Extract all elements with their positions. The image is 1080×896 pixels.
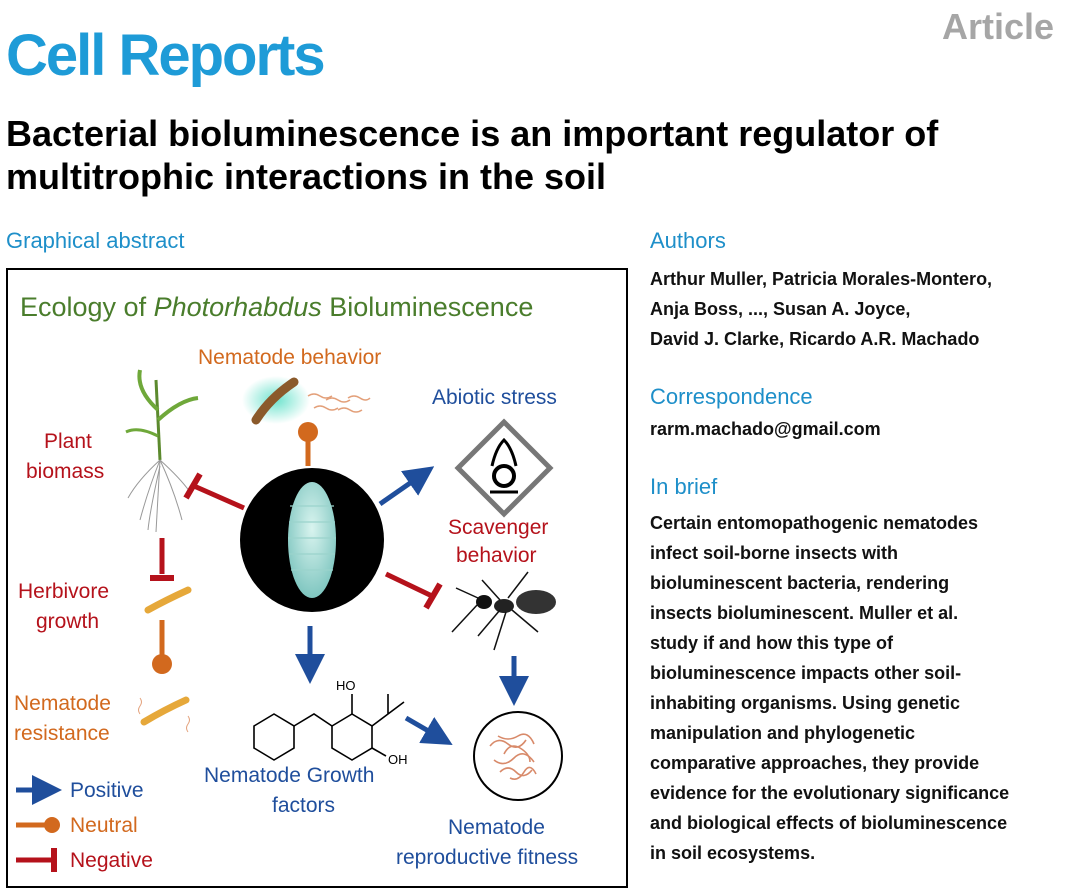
in-brief-line: bioluminescent bacteria, rendering (650, 573, 950, 593)
nematode-cluster-icon (489, 733, 537, 780)
in-brief-line: comparative approaches, they provide (650, 753, 980, 773)
svg-text:Neutral: Neutral (70, 814, 138, 837)
nematode-reproduction-circle (473, 711, 563, 801)
ant-icon (451, 571, 556, 651)
legend-neutral: Neutral (16, 814, 138, 837)
in-brief-line: Certain entomopathogenic nematodes (650, 513, 979, 533)
in-brief-line: and biological effects of bioluminescenc… (650, 813, 1008, 833)
resistant-larva-icon (138, 696, 190, 733)
author-line: Arthur Muller, Patricia Morales-Montero, (650, 269, 993, 289)
abstract-title: Ecology of Photorhabdus Bioluminescence (20, 292, 533, 322)
label-biomass: biomass (26, 460, 104, 483)
in-brief-line: evidence for the evolutionary significan… (650, 783, 1010, 803)
svg-text:Negative: Negative (70, 849, 153, 872)
journal-name: Cell Reports (6, 23, 326, 88)
neutral-end-resistance (152, 654, 172, 674)
label-nematode-behavior: Nematode behavior (198, 346, 381, 369)
label-growth-factors-2: factors (272, 794, 335, 817)
graphical-abstract-heading: Graphical abstract (6, 228, 185, 253)
in-brief-heading: In brief (650, 474, 718, 499)
authors-heading: Authors (650, 228, 726, 253)
label-growth-factors-1: Nematode Growth (204, 764, 374, 787)
label-herbivore: Herbivore (18, 580, 109, 603)
label-abiotic-stress: Abiotic stress (432, 386, 557, 409)
legend-negative: Negative (16, 848, 153, 872)
authors-list: Arthur Muller, Patricia Morales-Montero,… (650, 264, 992, 354)
label-herbivore-growth: growth (36, 610, 99, 633)
herbivore-larva-icon (144, 586, 192, 614)
stilbene-molecule-icon (253, 694, 405, 761)
legend: Positive Neutral Negative (16, 775, 153, 872)
author-line: David J. Clarke, Ricardo A.R. Machado (650, 329, 980, 349)
oxidizer-hazard-icon (454, 418, 554, 518)
label-nematode-resistance-2: resistance (14, 722, 110, 745)
legend-positive: Positive (16, 775, 144, 805)
in-brief-line: in soil ecosystems. (650, 843, 816, 863)
neutral-end-behavior (298, 422, 318, 442)
label-scavenger-behavior: behavior (456, 544, 537, 567)
bioluminescent-larva-icon (288, 482, 336, 598)
graphical-abstract-figure: Ecology of Photorhabdus Bioluminescence … (6, 268, 628, 888)
correspondence-email[interactable]: rarm.machado@gmail.com (650, 419, 881, 439)
article-title: Bacterial bioluminescence is an importan… (6, 113, 939, 197)
glowing-nematode-icon (242, 376, 310, 425)
in-brief-line: inhabiting organisms. Using genetic (650, 693, 961, 713)
label-oh: OH (388, 752, 408, 767)
article-type-label: Article (941, 6, 1054, 47)
label-reproductive-fitness-2: reproductive fitness (396, 846, 578, 869)
small-nematodes-icon (307, 393, 371, 413)
in-brief-text: Certain entomopathogenic nematodes infec… (650, 508, 1009, 868)
author-line: Anja Boss, ..., Susan A. Joyce, (650, 299, 911, 319)
label-scavenger: Scavenger (448, 516, 548, 539)
label-nematode-resistance-1: Nematode (14, 692, 111, 715)
in-brief-line: manipulation and phylogenetic (650, 723, 916, 743)
label-reproductive-fitness-1: Nematode (448, 816, 545, 839)
in-brief-line: bioluminescence impacts other soil- (650, 663, 962, 683)
label-ho: HO (336, 678, 356, 693)
correspondence-heading: Correspondence (650, 384, 813, 409)
plant-icon (125, 369, 199, 533)
in-brief-line: infect soil-borne insects with (650, 543, 899, 563)
in-brief-line: study if and how this type of (650, 633, 893, 653)
svg-text:Positive: Positive (70, 779, 144, 802)
in-brief-line: insects bioluminescent. Muller et al. (650, 603, 959, 623)
label-plant: Plant (44, 430, 92, 453)
